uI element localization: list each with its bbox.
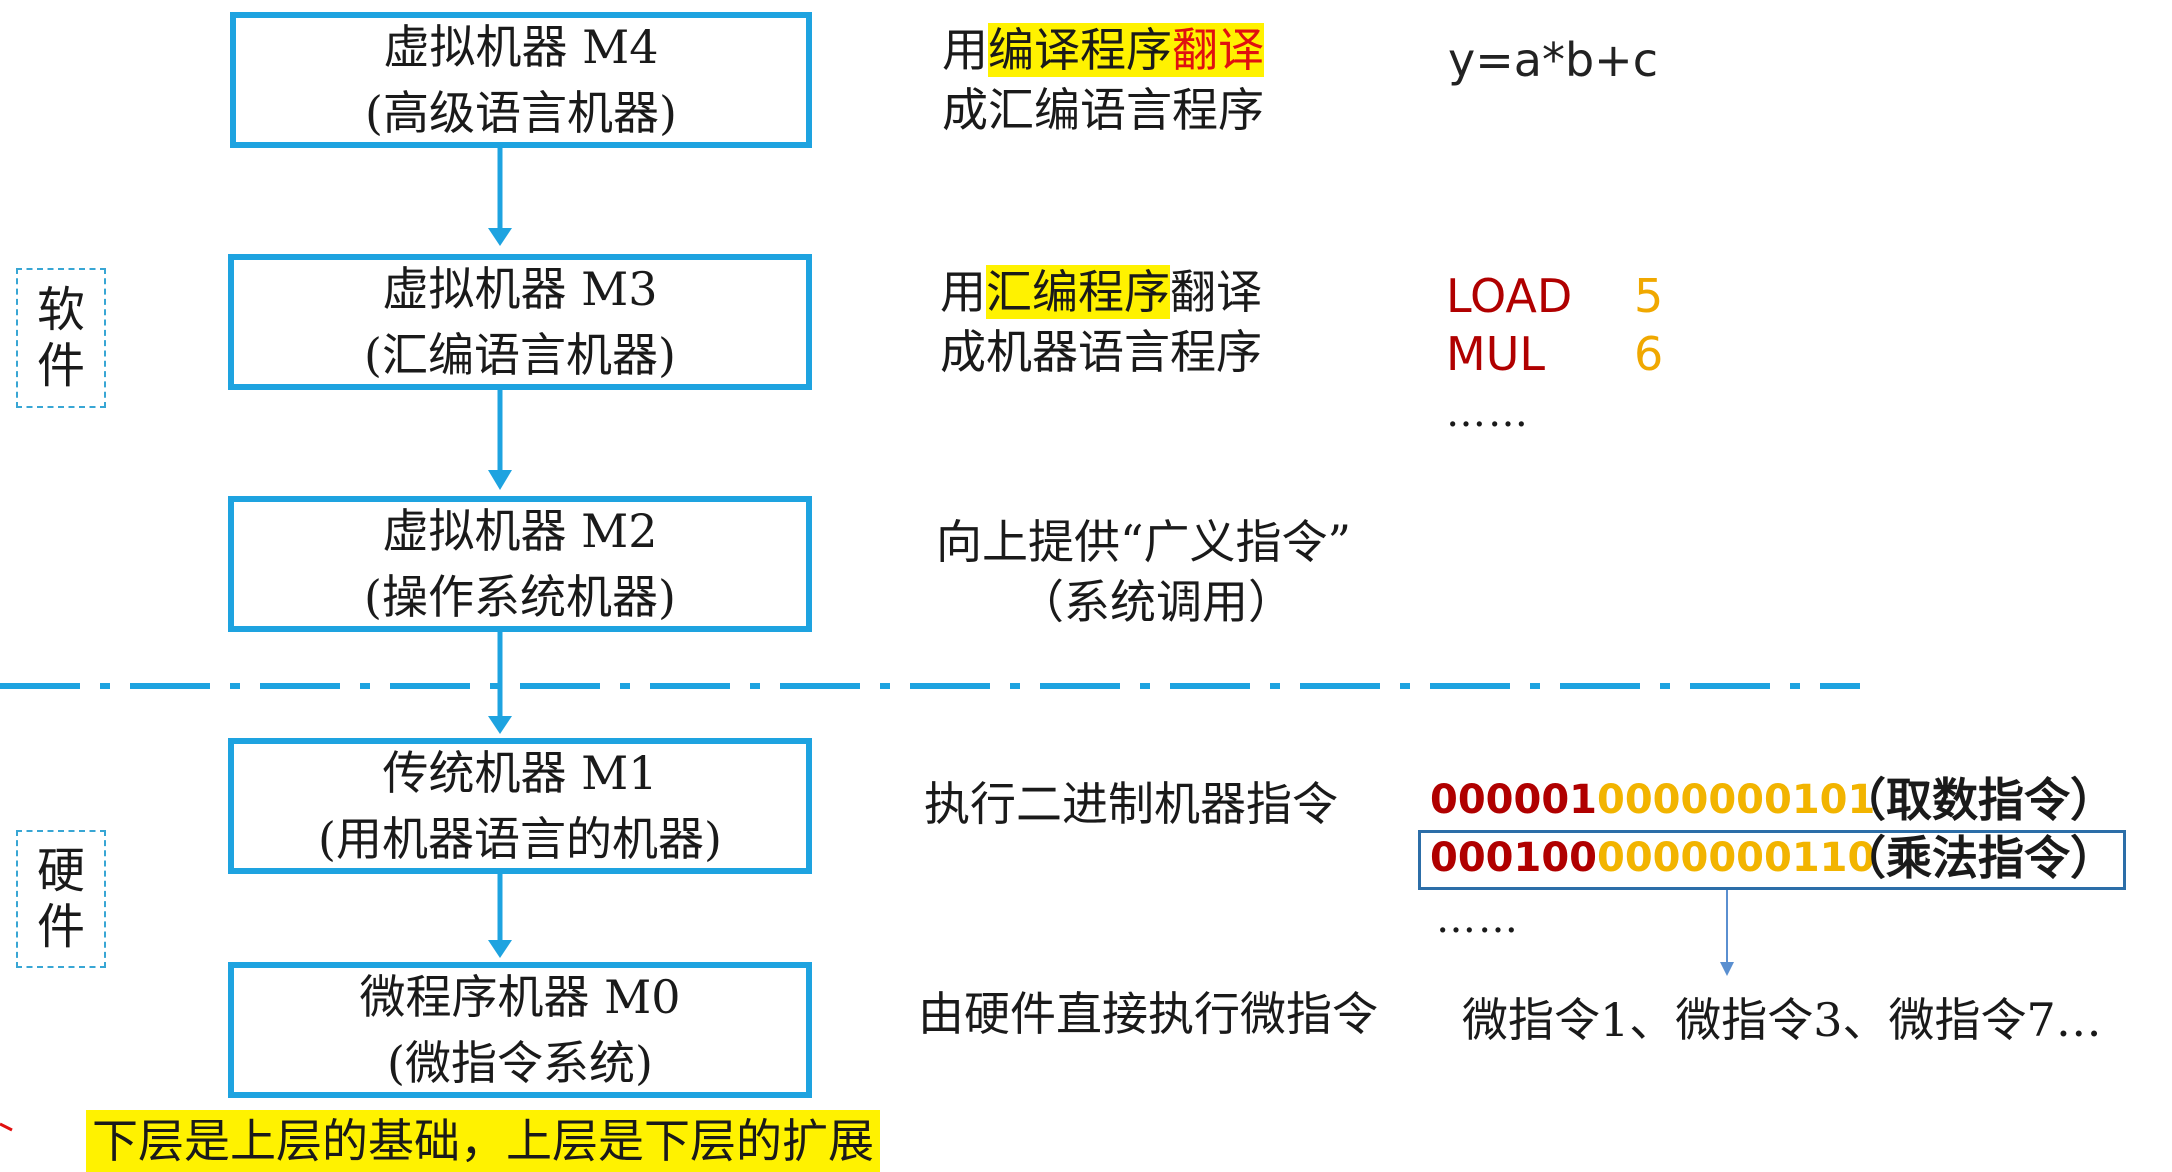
machine-m1-box: 传统机器 M1 (用机器语言的机器) bbox=[228, 738, 812, 874]
machine-m2-title: 虚拟机器 M2 bbox=[382, 504, 658, 558]
hardware-char-2: 件 bbox=[36, 899, 85, 955]
hardware-char-1: 硬 bbox=[36, 843, 85, 899]
m1-desc-line1: 执行二进制机器指令 bbox=[924, 777, 1338, 831]
machine-m2-box: 虚拟机器 M2 (操作系统机器) bbox=[228, 496, 812, 632]
m2-description: 向上提供“广义指令” （系统调用） bbox=[936, 512, 1351, 632]
arrow-head-m2-m1 bbox=[488, 716, 512, 734]
m4-desc-compiler: 编译程序 bbox=[988, 23, 1172, 77]
m3-op-load: LOAD bbox=[1446, 269, 1573, 323]
m2-desc-line2: （系统调用） bbox=[1018, 575, 1294, 629]
m3-desc-assembler: 汇编程序 bbox=[986, 265, 1170, 319]
arrow-head-m3-m2 bbox=[488, 470, 512, 490]
m4-code-example: y=a*b+c bbox=[1448, 33, 1658, 87]
m3-code-line-2: MUL bbox=[1446, 326, 1545, 382]
machine-m3-box: 虚拟机器 M3 (汇编语言机器) bbox=[228, 254, 812, 390]
binary-2-note: （乘法指令） bbox=[1840, 831, 2116, 885]
m3-desc-line1: 用汇编程序翻译 bbox=[940, 262, 1262, 322]
m3-desc-line2: 成机器语言程序 bbox=[940, 325, 1262, 379]
m3-code-line-1: LOAD bbox=[1446, 268, 1572, 324]
m4-desc-line1: 用编译程序翻译 bbox=[942, 20, 1264, 80]
footer-note: 下层是上层的基础，上层是下层的扩展 bbox=[86, 1110, 880, 1172]
m3-desc-use: 用 bbox=[940, 265, 986, 319]
m1-description: 执行二进制机器指令 bbox=[924, 774, 1338, 834]
m3-ellipsis: …… bbox=[1446, 390, 1530, 436]
machine-m3-title: 虚拟机器 M3 bbox=[382, 262, 658, 316]
m0-micro-example: 微指令1、微指令3、微指令7… bbox=[1462, 993, 2102, 1047]
m3-description: 用汇编程序翻译 成机器语言程序 bbox=[940, 262, 1262, 382]
arrow-head-m4-m3 bbox=[488, 228, 512, 246]
m0-description: 由硬件直接执行微指令 bbox=[918, 984, 1378, 1044]
machine-m0-box: 微程序机器 M0 (微指令系统) bbox=[228, 962, 812, 1098]
m4-description: 用编译程序翻译 成汇编语言程序 bbox=[942, 20, 1264, 140]
machine-m4-title: 虚拟机器 M4 bbox=[383, 20, 659, 74]
m3-arg-mul: 6 bbox=[1634, 327, 1664, 381]
red-mark bbox=[0, 1122, 13, 1132]
machine-m1-subtitle: (用机器语言的机器) bbox=[318, 812, 722, 866]
micro-pointer-head bbox=[1720, 962, 1734, 976]
machine-m4-box: 虚拟机器 M4 (高级语言机器) bbox=[230, 12, 812, 148]
software-char-1: 软 bbox=[36, 282, 85, 338]
arrow-head-m1-m0 bbox=[488, 940, 512, 958]
m1-binary-2: 0001000000000110 bbox=[1430, 830, 1875, 886]
binary-2-operand: 0000000110 bbox=[1597, 835, 1876, 881]
m1-binary-1: 0000010000000101 bbox=[1430, 772, 1875, 828]
m4-desc-use: 用 bbox=[942, 23, 988, 77]
m3-arg-load: 5 bbox=[1634, 269, 1664, 323]
machine-m0-subtitle: (微指令系统) bbox=[387, 1036, 653, 1090]
machine-m0-title: 微程序机器 M0 bbox=[359, 970, 681, 1024]
m4-desc-line2: 成汇编语言程序 bbox=[942, 83, 1264, 137]
m4-desc-translate: 翻译 bbox=[1172, 23, 1264, 77]
machine-m4-subtitle: (高级语言机器) bbox=[365, 86, 677, 140]
software-label: 软 件 bbox=[16, 268, 106, 408]
binary-1-opcode: 000001 bbox=[1430, 777, 1597, 823]
machine-m3-subtitle: (汇编语言机器) bbox=[364, 328, 676, 382]
software-char-2: 件 bbox=[36, 338, 85, 394]
m2-desc-line1: 向上提供“广义指令” bbox=[936, 515, 1352, 569]
binary-1-note: （取数指令） bbox=[1840, 773, 2116, 827]
machine-m1-title: 传统机器 M1 bbox=[382, 746, 658, 800]
m3-desc-translate: 翻译 bbox=[1170, 265, 1262, 319]
binary-1-operand: 0000000101 bbox=[1597, 777, 1876, 823]
hardware-label: 硬 件 bbox=[16, 830, 106, 968]
machine-m2-subtitle: (操作系统机器) bbox=[364, 570, 676, 624]
highlighted-instruction-box bbox=[1418, 830, 2126, 890]
binary-2-opcode: 000100 bbox=[1430, 835, 1597, 881]
m0-desc-line1: 由硬件直接执行微指令 bbox=[918, 987, 1378, 1041]
m1-ellipsis: …… bbox=[1436, 896, 1520, 942]
m3-op-mul: MUL bbox=[1446, 327, 1545, 381]
